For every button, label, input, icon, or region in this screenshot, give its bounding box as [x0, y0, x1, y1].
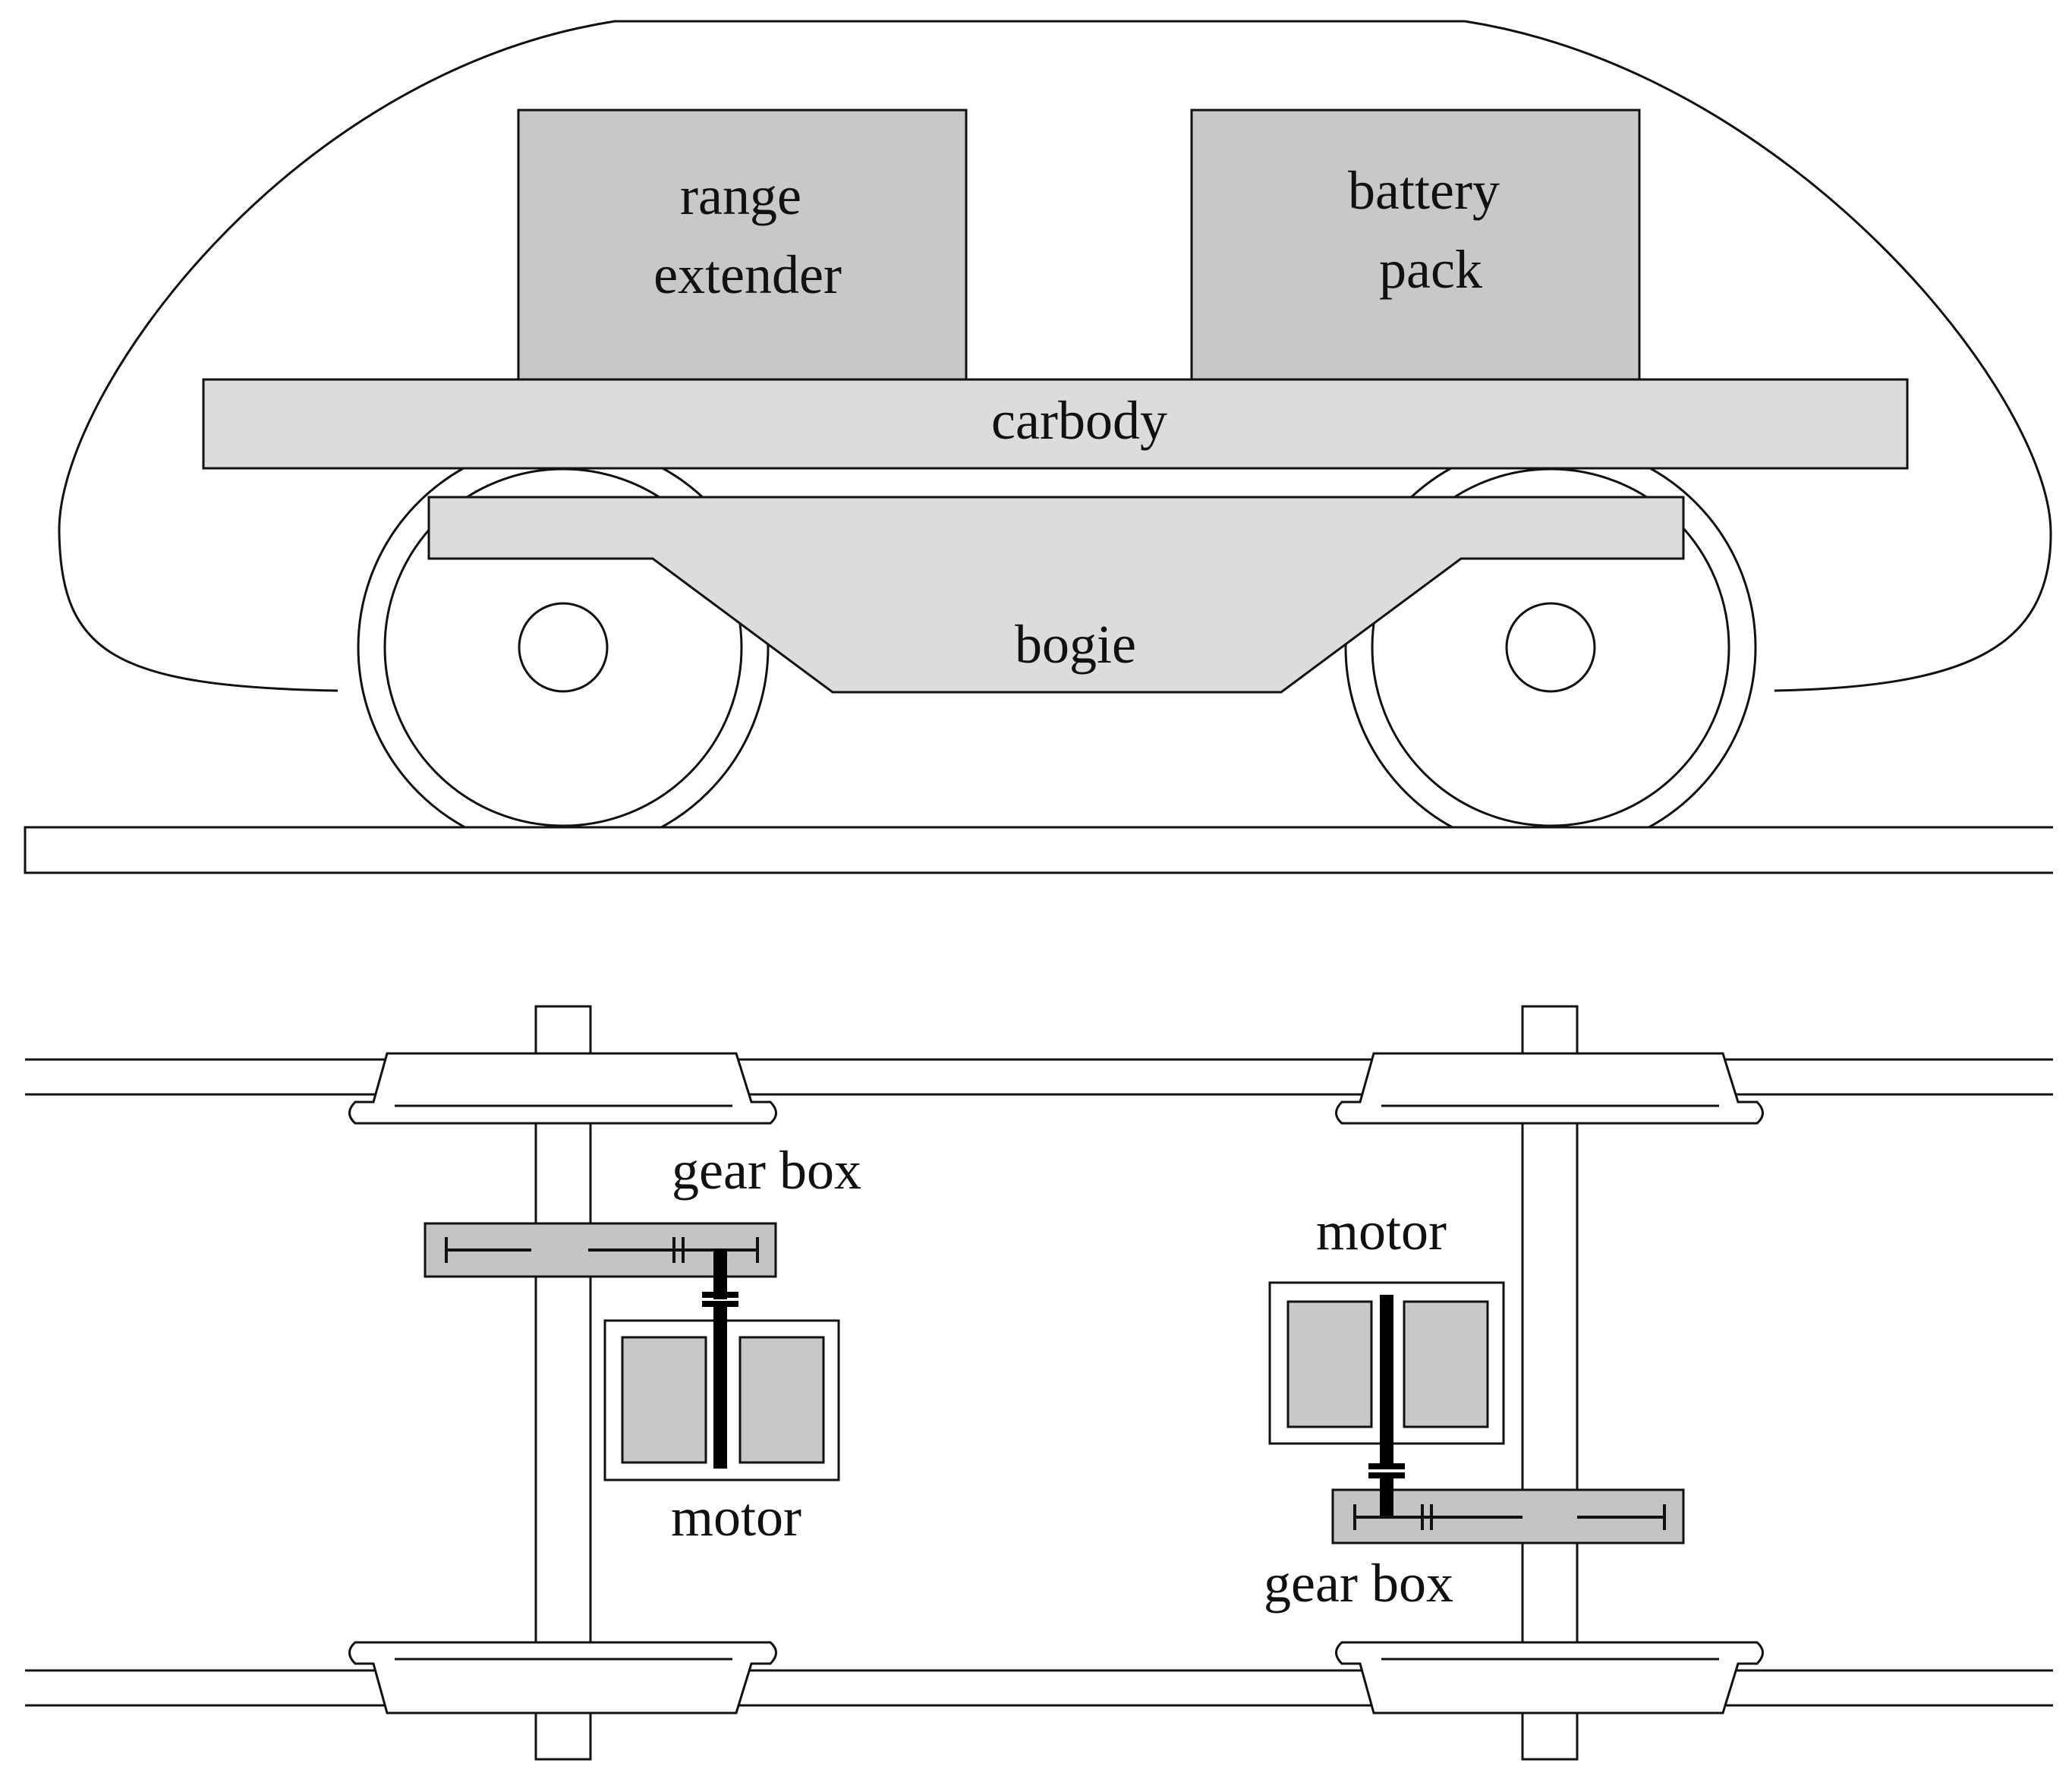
right-wheel-hub	[1505, 602, 1596, 693]
gear-box-left-label: gear box	[672, 1140, 861, 1201]
bogie-label: bogie	[1015, 614, 1136, 675]
rail-top	[25, 1058, 2053, 1096]
gearbox-left-shaft-ticks	[445, 1237, 759, 1263]
battery-pack-box	[1190, 109, 1641, 381]
rail-side	[24, 826, 2053, 874]
motor-left-shaft	[713, 1305, 727, 1469]
carbody-bar	[202, 378, 1909, 470]
gearbox-right-coupling-bar-a	[1368, 1463, 1405, 1469]
range-extender-label-line-1: range	[680, 165, 801, 226]
range-extender-label: range extender	[653, 165, 842, 305]
battery-pack-label-line-2: pack	[1379, 239, 1482, 300]
vehicle-shell-outline	[58, 20, 2052, 692]
motor-left-label: motor	[671, 1487, 801, 1548]
battery-pack-label: battery pack	[1348, 160, 1513, 300]
side-view: bogie range extender battery pack carbod…	[24, 20, 2053, 874]
gearbox-left-coupling-bar-a	[702, 1292, 738, 1298]
wheel-bottom-right	[1335, 1641, 1764, 1714]
battery-pack-label-line-1: battery	[1348, 160, 1500, 221]
range-extender-box	[517, 109, 968, 381]
left-wheel-hub	[518, 602, 609, 693]
motor-right-winding-b	[1403, 1300, 1489, 1428]
gearbox-right-shaft-ticks	[1353, 1504, 1666, 1530]
gearbox-right-coupling-bar-b	[1368, 1472, 1405, 1478]
carbody-label: carbody	[991, 390, 1167, 451]
motor-left-winding-a	[621, 1336, 707, 1464]
wheel-top-right	[1335, 1052, 1764, 1125]
gearbox-right-output-shaft	[1380, 1477, 1393, 1519]
axle-right	[1521, 1005, 1579, 1761]
motor-right-shaft	[1380, 1295, 1393, 1466]
gear-box-right-label: gear box	[1264, 1553, 1453, 1614]
wheel-bottom-left	[348, 1641, 777, 1714]
gearbox-left-output-shaft	[713, 1248, 727, 1299]
rail-bottom	[25, 1669, 2053, 1707]
motor-left-winding-b	[738, 1336, 825, 1464]
range-extender-label-line-2: extender	[653, 244, 842, 305]
axle-left	[534, 1005, 592, 1761]
bogie-frame	[427, 496, 1685, 694]
motor-right-label: motor	[1316, 1201, 1447, 1261]
plan-view: gear box motor motor	[25, 1005, 2053, 1761]
motor-right-winding-a	[1286, 1300, 1373, 1428]
wheel-top-left	[348, 1052, 777, 1125]
gearbox-left-coupling-bar-b	[702, 1301, 738, 1307]
